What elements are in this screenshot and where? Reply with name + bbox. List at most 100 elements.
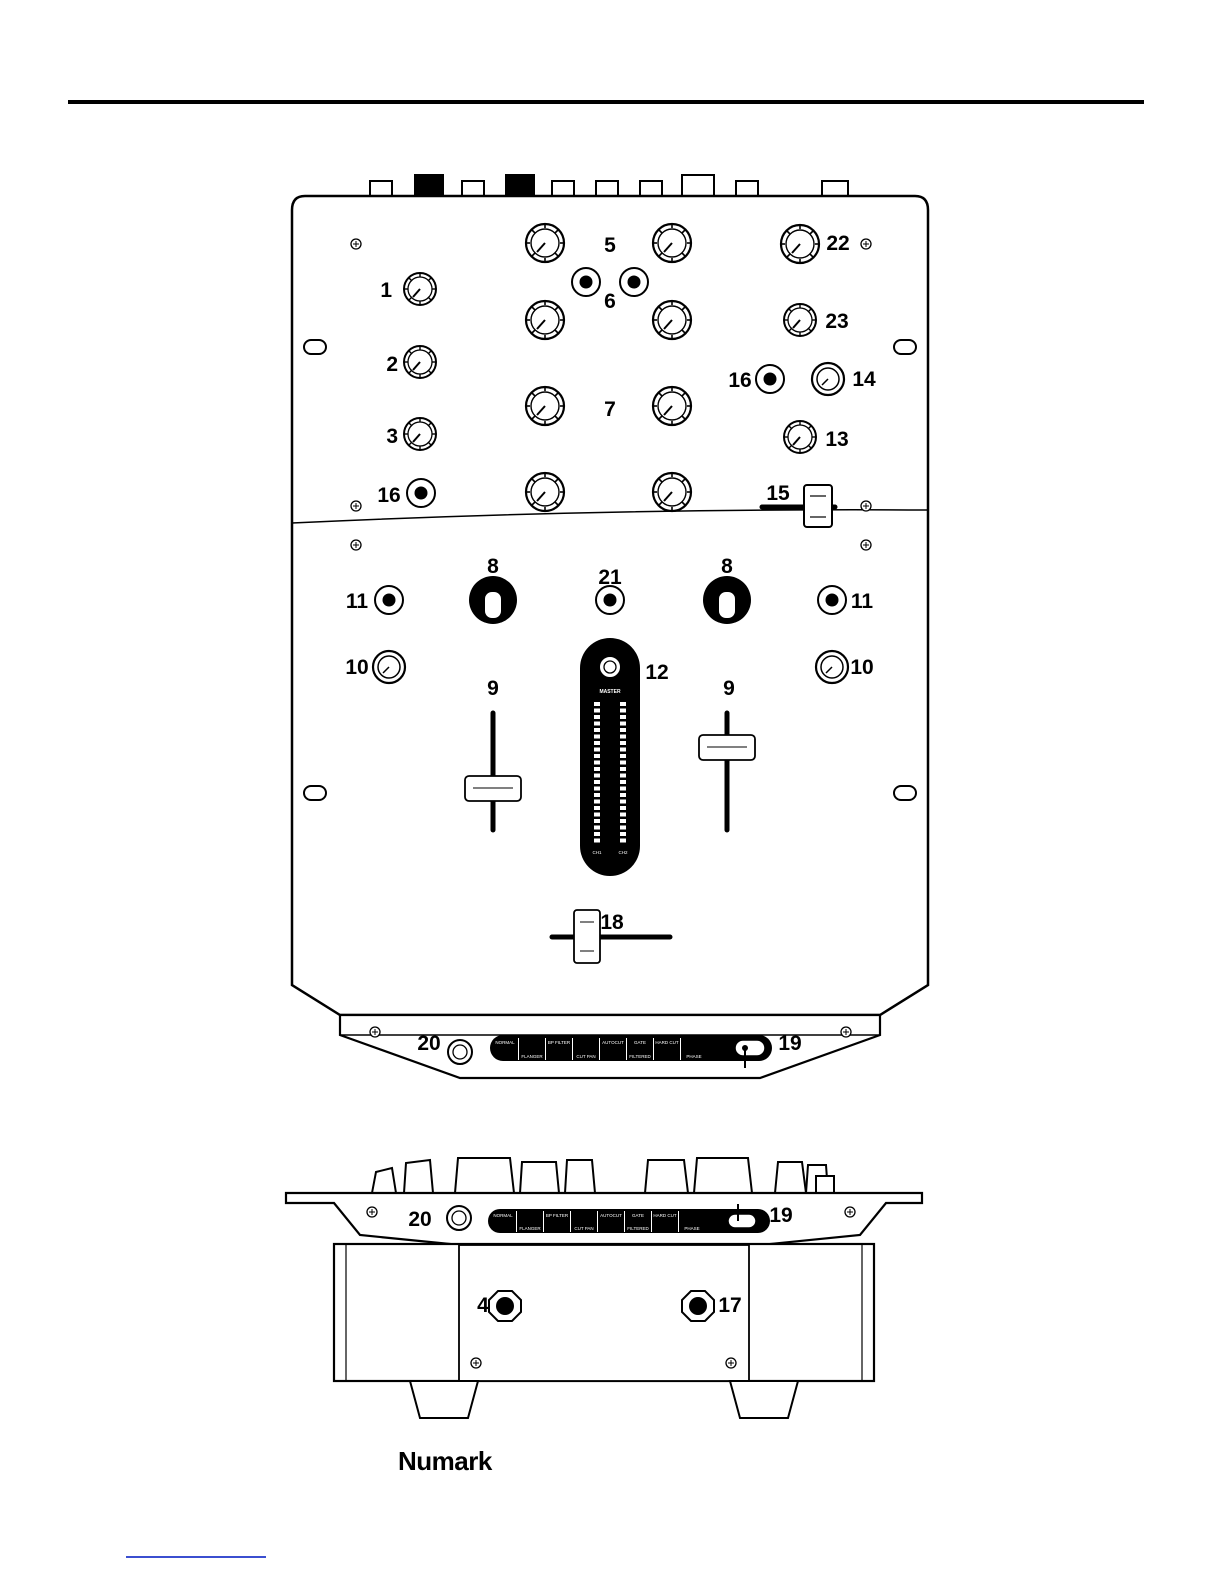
jack-11-left[interactable]	[375, 586, 403, 614]
callout-6: 6	[604, 290, 616, 313]
effect-label-normal: NORMAL	[495, 1040, 515, 1045]
meter-led	[594, 741, 600, 745]
screw-icon	[841, 1027, 851, 1037]
knob-7-right[interactable]	[653, 387, 691, 425]
callout-16-left: 16	[377, 484, 400, 507]
rear-connectors	[345, 175, 870, 198]
effect-label-gate: GATE	[634, 1040, 646, 1045]
meter-led	[594, 806, 600, 810]
effect-label-gate: GATE	[632, 1213, 644, 1218]
selector-8-right[interactable]	[703, 576, 751, 624]
meter-ch2-label: CH2	[618, 850, 627, 855]
screw-icon	[861, 540, 871, 550]
meter-led	[594, 702, 600, 706]
knob-5-left[interactable]	[526, 224, 564, 262]
callout-4: 4	[477, 1294, 489, 1317]
toggle-19-front[interactable]	[728, 1214, 756, 1228]
button-21[interactable]	[596, 586, 624, 614]
screw-icon	[367, 1207, 377, 1217]
screw-icon	[351, 501, 361, 511]
meter-led	[620, 819, 626, 823]
meter-led	[620, 826, 626, 830]
effect-label-cut-pan: CUT PAN	[576, 1054, 595, 1059]
meter-led	[620, 735, 626, 739]
effect-label-phase: PHASE	[684, 1226, 699, 1231]
button-16-right[interactable]	[756, 365, 784, 393]
meter-led	[594, 761, 600, 765]
effect-label-phase: PHASE	[686, 1054, 701, 1059]
meter-led	[594, 839, 600, 843]
toggle-19[interactable]	[735, 1040, 765, 1056]
button-16-left[interactable]	[407, 479, 435, 507]
callout-9-left: 9	[487, 677, 499, 700]
button-6-left[interactable]	[572, 268, 600, 296]
callout-10-left: 10	[345, 656, 368, 679]
meter-led	[594, 709, 600, 713]
meter-led	[620, 709, 626, 713]
meter-master-label: MASTER	[599, 689, 621, 695]
meter-led	[620, 728, 626, 732]
knob-22[interactable]	[781, 225, 819, 263]
selector-8-left[interactable]	[469, 576, 517, 624]
callout-15: 15	[766, 482, 790, 505]
front-feet-left	[410, 1381, 478, 1418]
callout-1: 1	[380, 279, 392, 302]
jack-11-right[interactable]	[818, 586, 846, 614]
button-10-right[interactable]	[816, 651, 848, 683]
callout-18: 18	[600, 911, 624, 934]
meter-led	[620, 787, 626, 791]
screw-icon	[351, 239, 361, 249]
jack-4[interactable]	[489, 1291, 521, 1321]
callout-8-right: 8	[721, 555, 733, 578]
callout-13: 13	[825, 428, 848, 451]
meter-led	[620, 800, 626, 804]
callout-20: 20	[417, 1032, 440, 1055]
meter-led	[620, 793, 626, 797]
jack-17[interactable]	[682, 1291, 714, 1321]
knob-eq-high-left[interactable]	[526, 301, 564, 339]
meter-led	[594, 748, 600, 752]
callout-22: 22	[826, 232, 849, 255]
knob-3[interactable]	[404, 418, 436, 450]
knob-7-left[interactable]	[526, 387, 564, 425]
knob-eq-high-right[interactable]	[653, 301, 691, 339]
front-knob-tops	[372, 1158, 834, 1193]
meter-led	[594, 780, 600, 784]
callout-10-right: 10	[850, 656, 873, 679]
callout-16-right: 16	[728, 369, 751, 392]
callout-23: 23	[825, 310, 848, 333]
meter-led	[594, 722, 600, 726]
footer-link-underline[interactable]	[126, 1556, 266, 1558]
meter-led	[620, 813, 626, 817]
knob-23[interactable]	[784, 304, 816, 336]
knob-5-right[interactable]	[653, 224, 691, 262]
meter-led	[594, 813, 600, 817]
meter-led	[620, 715, 626, 719]
knob-eq-low-right[interactable]	[653, 473, 691, 511]
callout-8-left: 8	[487, 555, 499, 578]
knob-eq-low-left[interactable]	[526, 473, 564, 511]
button-10-left[interactable]	[373, 651, 405, 683]
meter-led	[620, 748, 626, 752]
screw-icon	[845, 1207, 855, 1217]
button-6-right[interactable]	[620, 268, 648, 296]
knob-2[interactable]	[404, 346, 436, 378]
screw-icon	[370, 1027, 380, 1037]
meter-led	[620, 832, 626, 836]
callout-12: 12	[645, 661, 668, 684]
effect-label-autocut: AUTOCUT	[602, 1040, 624, 1045]
meter-led	[594, 767, 600, 771]
callout-20-front: 20	[408, 1208, 431, 1231]
effect-label-flanger: FLANGER	[519, 1226, 541, 1231]
knob-13[interactable]	[784, 421, 816, 453]
meter-led	[594, 774, 600, 778]
meter-led	[594, 754, 600, 758]
knob-1[interactable]	[404, 273, 436, 305]
effect-label-hardcut: HARD CUT	[653, 1213, 677, 1218]
meter-led	[594, 826, 600, 830]
button-14[interactable]	[812, 363, 844, 395]
meter-led	[594, 832, 600, 836]
callout-11-left: 11	[346, 590, 369, 613]
